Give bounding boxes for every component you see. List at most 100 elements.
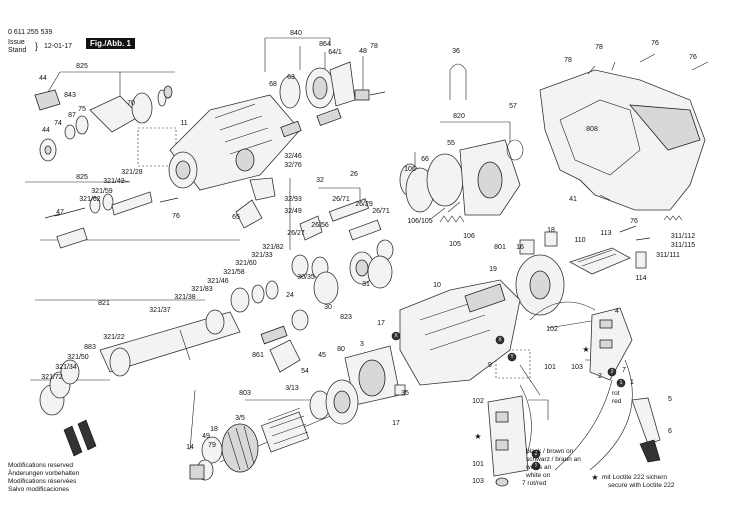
callout: 321/62 [79,196,101,203]
front-bearing-parts [189,436,223,481]
callout: 17 [392,420,400,427]
callout: 76 [630,218,638,225]
callout: 5 [668,396,672,403]
callout: 74 [54,120,62,127]
callout: 3 [360,341,364,348]
loctite-en: secure with Loctite 222 [608,482,675,489]
mode-selector [235,177,323,241]
callout: 105 [449,241,461,248]
bearing-flange [399,139,524,216]
callout: 68 [269,81,277,88]
callout: 66 [421,156,429,163]
callout: 14 [186,444,194,451]
callout: 106/105 [407,218,433,225]
gear-housing [168,94,301,191]
callout: 44 [42,127,50,134]
callout: 106 [404,166,416,173]
callout: 32/46 [284,153,302,160]
callout: 64/1 [328,49,342,56]
badge-x: X [394,333,398,339]
callout: 76 [689,54,697,61]
callout: 47 [56,209,64,216]
callout: 3/13 [285,385,299,392]
callout: 32/76 [284,162,302,169]
legend-black-brown: black / brown on [526,448,574,455]
callout: 321/82 [262,244,284,251]
callout: 35 [401,390,409,397]
callout: 321/50 [67,354,89,361]
star-marker-2: ★ [474,432,482,441]
callout: 321/38 [174,294,196,301]
callout: 102 [546,326,558,333]
callout: 864 [319,41,331,48]
badge-y: Y [510,354,514,360]
callout: 26/29 [355,201,373,208]
leader-lines [25,37,611,451]
chuck-assembly [34,85,173,162]
callout: 78 [595,44,603,51]
brush-holder [515,231,565,316]
badges [391,331,626,471]
callout: 26/71 [332,196,350,203]
callout: 70 [127,100,135,107]
callout: 30 [324,304,332,311]
callout: 883 [84,344,96,351]
depth-stop-parts [569,215,683,275]
callout: 78 [370,43,378,50]
badge-two-legend: 2 [534,451,538,457]
callout: 110 [574,237,586,244]
issue-date: 12-01-17 [44,43,73,50]
callout: 321/28 [121,169,143,176]
callout: 45 [318,352,326,359]
callout: 18 [210,426,218,433]
switch-and-wiring [519,301,661,471]
stand-label: Stand [8,47,27,54]
red-label-en: red [612,398,622,405]
callout: 10 [433,282,441,289]
legend-rot-red: 7 rot/red [522,480,547,487]
callout: 54 [301,368,309,375]
spindle-parts [279,61,386,138]
callout: 823 [340,314,352,321]
callout: 801 [494,244,506,251]
callout: 76 [651,40,659,47]
callout: 2 [598,373,602,380]
callout: 32/49 [284,208,302,215]
callout: 321/59 [91,188,113,195]
callout: 24 [286,292,294,299]
callout: 55 [447,140,455,147]
callout: 803 [239,390,251,397]
callout: 101 [544,364,556,371]
piston-parts [44,191,179,249]
part-number: 0 611 255 539 [8,29,53,36]
hammer-tube-parts [39,280,309,457]
field-coil [344,345,406,406]
intermediate-shaft [291,198,394,305]
callout: 311/112 [670,233,696,240]
handle-housing [539,53,709,211]
callout: 26/56 [311,222,329,229]
callout: 44 [39,75,47,82]
callout: 26/71 [372,208,390,215]
callout: 16 [516,244,524,251]
callout: 32 [316,177,324,184]
callout: 321/60 [235,260,257,267]
callout: 32/93 [284,196,302,203]
badge-x-2: X [498,337,502,343]
footer-line-en: Modifications reserved [8,462,74,469]
callout: 7 [622,367,626,374]
footer-line-de: Änderungen vorbehalten [8,470,80,477]
callout: 321/22 [103,334,125,341]
callout: 63 [287,74,295,81]
callout: 321/33 [251,252,273,259]
callout: 75 [78,106,86,113]
callout: 1 [630,379,634,386]
badge-two: 2 [610,369,614,375]
callout: 6 [668,428,672,435]
callout: 103 [571,364,583,371]
callout: 78 [564,57,572,64]
loctite-de: mit Loctite 222 sichern [602,474,668,481]
callout: 820 [453,113,465,120]
